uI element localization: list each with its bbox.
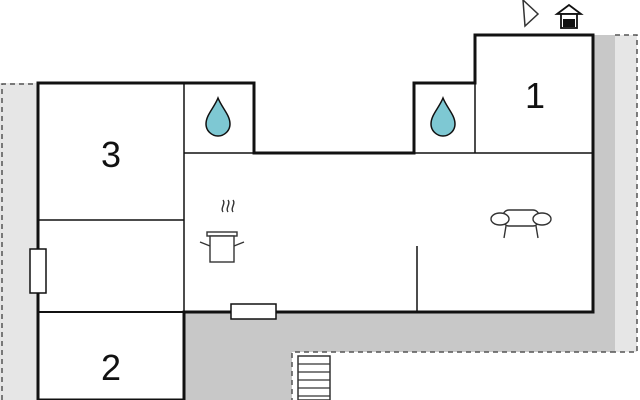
triangle-icon — [522, 0, 540, 28]
room-label-1: 1 — [525, 75, 545, 116]
sofa-icon — [490, 209, 552, 239]
bottom-terrace — [184, 312, 615, 400]
window-bottom — [230, 303, 277, 320]
room-label-2: 2 — [101, 347, 121, 388]
house-icon — [554, 3, 584, 29]
water-drop-icon — [430, 95, 456, 137]
window-left — [29, 248, 47, 294]
stairs-icon — [297, 355, 331, 400]
interior-walls — [38, 83, 593, 313]
cooking-pot-icon — [199, 199, 245, 263]
left-outdoor-area — [0, 83, 38, 400]
water-drop-icon — [205, 95, 231, 137]
right-terrace — [593, 34, 638, 353]
room-label-3: 3 — [101, 134, 121, 175]
